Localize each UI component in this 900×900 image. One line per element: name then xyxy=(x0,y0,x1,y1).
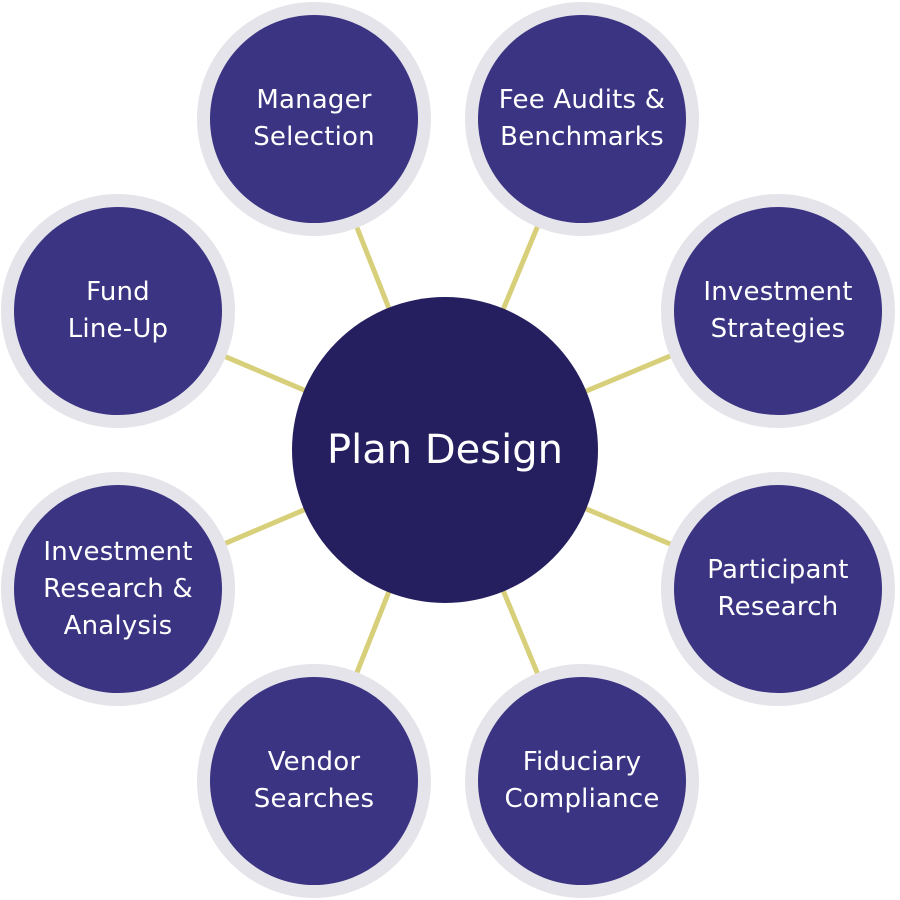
node-label-fee-audits-benchmarks: Fee Audits & Benchmarks xyxy=(498,85,666,152)
node-participant-research: Participant Research xyxy=(661,472,895,706)
node-fiduciary-compliance: Fiduciary Compliance xyxy=(465,664,699,898)
node-investment-research-analysis: Investment Research & Analysis xyxy=(1,472,235,706)
node-label-manager-selection: Manager Selection xyxy=(253,85,375,152)
node-investment-strategies: Investment Strategies xyxy=(661,194,895,428)
center-label: Plan Design xyxy=(327,427,563,473)
node-vendor-searches: Vendor Searches xyxy=(197,664,431,898)
node-fee-audits-benchmarks: Fee Audits & Benchmarks xyxy=(465,2,699,236)
node-label-fiduciary-compliance: Fiduciary Compliance xyxy=(504,747,660,814)
center-node-plan-design: Plan Design xyxy=(292,297,598,603)
node-label-investment-research-analysis: Investment Research & Analysis xyxy=(43,536,193,641)
node-manager-selection: Manager Selection xyxy=(197,2,431,236)
node-label-participant-research: Participant Research xyxy=(707,555,849,622)
node-label-vendor-searches: Vendor Searches xyxy=(253,747,375,814)
node-label-investment-strategies: Investment Strategies xyxy=(703,277,853,344)
node-fund-line-up: Fund Line-Up xyxy=(1,194,235,428)
node-label-fund-line-up: Fund Line-Up xyxy=(67,277,169,344)
